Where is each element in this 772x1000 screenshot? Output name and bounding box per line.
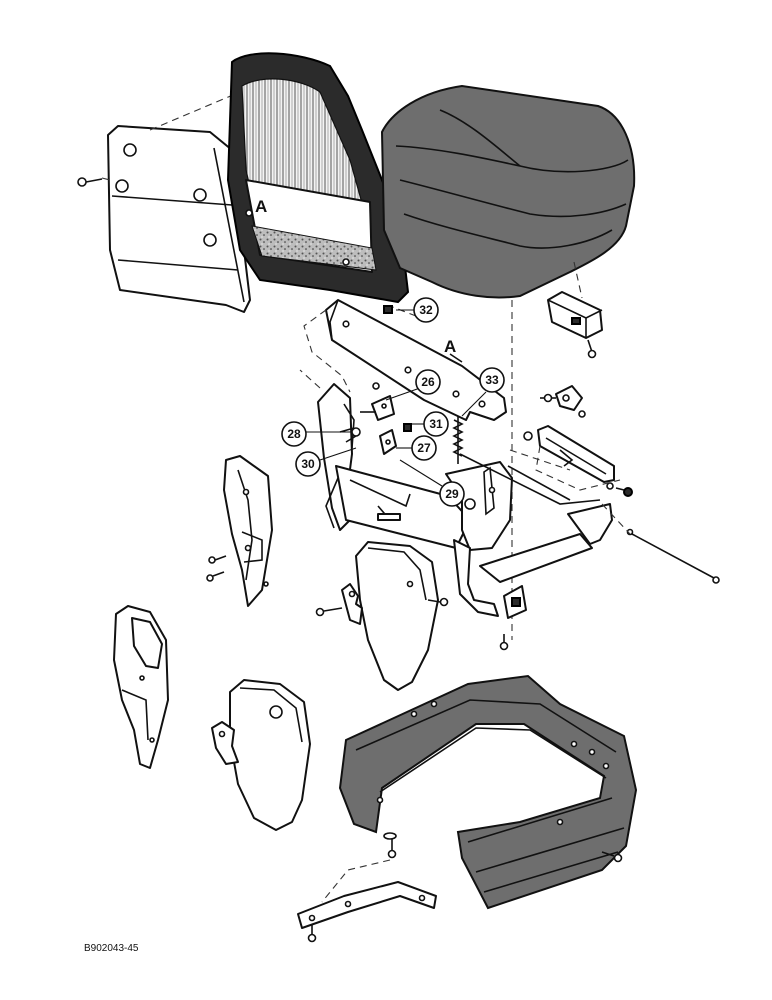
latch-lever (339, 395, 397, 455)
block-screw-icon (587, 339, 597, 359)
slide-stop-block (547, 291, 603, 339)
support-bracket (297, 881, 437, 929)
spring-icon (452, 416, 464, 464)
callout-26: 26 (385, 369, 441, 401)
callout-29: 29 (399, 459, 465, 507)
bracket-reference-letter: A (444, 337, 456, 356)
nut-icon (372, 305, 412, 432)
figure-code: B902043-45 (84, 943, 139, 954)
right-side-shield-lower (211, 679, 311, 831)
left-side-shield-upper (223, 455, 273, 607)
svg-text:26: 26 (421, 375, 435, 389)
svg-text:29: 29 (445, 487, 459, 501)
callout-28: 28 (281, 421, 352, 447)
seat-frame (317, 383, 613, 619)
base-screw-icon (307, 634, 623, 943)
cover-screw-icon (77, 177, 103, 187)
seat-cushion (380, 84, 636, 299)
slide-bracket (540, 385, 586, 418)
callout-30: 30 (295, 447, 357, 477)
shield-screw-icon (315, 597, 449, 617)
slide-rod (626, 528, 720, 584)
svg-text:31: 31 (429, 417, 443, 431)
svg-text:32: 32 (419, 303, 433, 317)
base-frame (338, 674, 638, 910)
seat-back-cushion: A (226, 52, 410, 304)
callout-33: 33 (461, 367, 505, 417)
callout-32: 32 (396, 297, 439, 323)
callout-31: 31 (412, 411, 449, 437)
svg-text:33: 33 (485, 373, 499, 387)
svg-text:27: 27 (417, 441, 431, 455)
slide-rail (523, 425, 633, 497)
mounting-bracket: A (325, 299, 507, 421)
left-side-shield-lower (113, 605, 169, 769)
svg-text:30: 30 (301, 457, 315, 471)
callout-27: 27 (396, 435, 437, 461)
shield-screw-icon (206, 555, 227, 582)
svg-text:28: 28 (287, 427, 301, 441)
seat-back-cover-plate (107, 125, 251, 313)
right-side-shield-upper (341, 541, 439, 691)
seat-back-reference-letter: A (255, 197, 267, 216)
